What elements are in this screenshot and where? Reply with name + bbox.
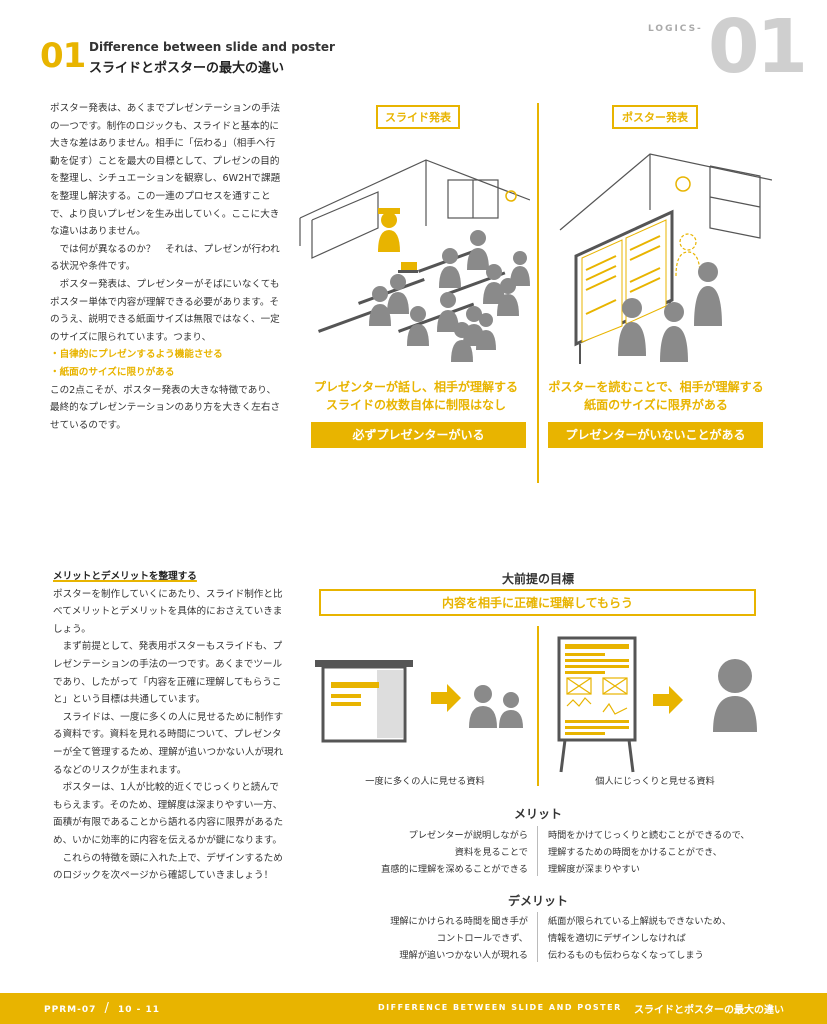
demerit-left-line: 理解が追いつかない人が現れる [399,950,528,961]
footer-code: PPRM-07 [44,1005,97,1015]
column-divider [537,103,539,483]
column-divider-lower [537,626,539,786]
demerit-right-line: 紙面が限られている上解説もできないため、 [548,916,732,927]
slide-caption-1: プレゼンターが話し、相手が理解する [313,380,518,394]
demerit-right-line: 情報を適切にデザインしなければ [548,933,686,944]
body-paragraph: これらの特徴を頭に入れた上で、デザインするためのロジックを次ページから確認してい… [53,852,283,882]
section-number: 01 [40,36,86,76]
intro-paragraph: では何が異なるのか？ それは、プレゼンが行われる状況や条件です。 [50,243,280,273]
section-heading: メリットとデメリットを整理する [53,571,197,582]
footer-title-ja: スライドとポスターの最大の違い [634,1005,784,1016]
page-title-ja: スライドとポスターの最大の違い [89,61,285,76]
poster-caption-1: ポスターを読むことで、相手が理解する [548,380,764,394]
demerit-heading: デメリット [507,894,568,908]
logics-number: 01 [708,4,808,90]
key-point: ・自律的にプレゼンするよう機能させる [50,349,223,361]
footer-page-info: PPRM-07 / 10 - 11 [44,1001,160,1016]
absent-presenter-icon [675,233,701,277]
merit-left-line: 資料を見ることで [454,847,528,858]
intro-paragraph: この2点こそが、ポスター発表の大きな特徴であり、最終的なプレゼンテーションのあり… [50,384,281,431]
slide-room-illustration [299,159,530,362]
merit-section-text: メリットとデメリットを整理する ポスターを制作していくにあたり、スライド制作と比… [53,568,285,885]
intro-text: ポスター発表は、あくまでプレゼンテーションの手法の一つです。制作のロジックも、ス… [50,100,284,434]
intro-paragraph: ポスター発表は、プレゼンターがそばにいなくてもポスター単体で内容が理解できる必要… [50,278,280,343]
poster-bar: プレゼンターがいないことがある [548,422,763,448]
key-point: ・紙面のサイズに限りがある [50,366,175,378]
slide-caption-2: スライドの枚数自体に制限はなし [325,398,506,412]
slash-divider: / [104,1001,110,1016]
merit-left-line: プレゼンターが説明しながら [408,830,528,841]
body-paragraph: ポスターは、1人が比較的近くでじっくりと読んでもらえます。そのため、理解度は深ま… [53,782,284,846]
footer-bar [0,993,827,1024]
merit-left-line: 直感的に理解を深めることができる [381,864,528,875]
demerit-right: 紙面が限られている上解説もできないため、 情報を適切にデザインしなければ 伝わる… [548,913,788,964]
poster-stand-illustration [557,636,757,773]
slide-screen-illustration [315,660,523,743]
demerit-left: 理解にかけられる時間を聞き手が コントロールできず、 理解が追いつかない人が現れ… [330,913,528,964]
demerit-right-line: 伝わるものも伝わらなくなってしまう [548,950,704,961]
merit-left: プレゼンターが説明しながら 資料を見ることで 直感的に理解を深めることができる [330,827,528,878]
poster-caption-2: 紙面のサイズに限界がある [584,398,728,412]
merit-right-line: 理解するための時間をかけることができ、 [548,847,722,858]
footer-pages: 10 - 11 [118,1005,161,1015]
demerit-divider [537,912,538,962]
slide-bar: 必ずプレゼンターがいる [311,422,526,448]
merit-divider [537,826,538,876]
goal-heading: 大前提の目標 [501,572,574,586]
slide-tag: スライド発表 [376,105,460,129]
body-paragraph: スライドは、一度に多くの人に見せるために制作する資料です。資料を見れる時間につい… [53,711,284,776]
demerit-left-line: 理解にかけられる時間を聞き手が [390,916,528,927]
intro-paragraph: ポスター発表は、あくまでプレゼンテーションの手法の一つです。制作のロジックも、ス… [50,103,281,238]
individual-icon [713,659,757,732]
goal-box: 内容を相手に正確に理解してもらう [319,589,756,616]
presenter-icon [378,212,400,252]
slide-audience-caption: 一度に多くの人に見せる資料 [365,776,485,787]
poster-tag: ポスター発表 [612,105,698,129]
poster-audience-caption: 個人にじっくりと見せる資料 [595,776,715,787]
audience-icon [469,685,523,728]
footer-title-en: DIFFERENCE BETWEEN SLIDE AND POSTER [378,1003,622,1012]
demerit-left-line: コントロールできず、 [436,933,528,944]
merit-heading: メリット [513,807,562,821]
merit-right-line: 時間をかけてじっくりと読むことができるので、 [548,830,750,841]
page-title-en: Difference between slide and poster [89,40,335,54]
arrow-icon [653,686,683,714]
arrow-icon [431,684,461,712]
logics-label: LOGICS- [648,24,703,34]
merit-right-line: 理解度が深まりやすい [548,864,640,875]
poster-room-illustration [559,153,772,364]
body-paragraph: まず前提として、発表用ポスターもスライドも、プレゼンテーションの手法の一つです。… [53,641,283,706]
body-paragraph: ポスターを制作していくにあたり、スライド制作と比べてメリットとデメリットを具体的… [53,588,283,635]
merit-right: 時間をかけてじっくりと読むことができるので、 理解するための時間をかけることがで… [548,827,788,878]
